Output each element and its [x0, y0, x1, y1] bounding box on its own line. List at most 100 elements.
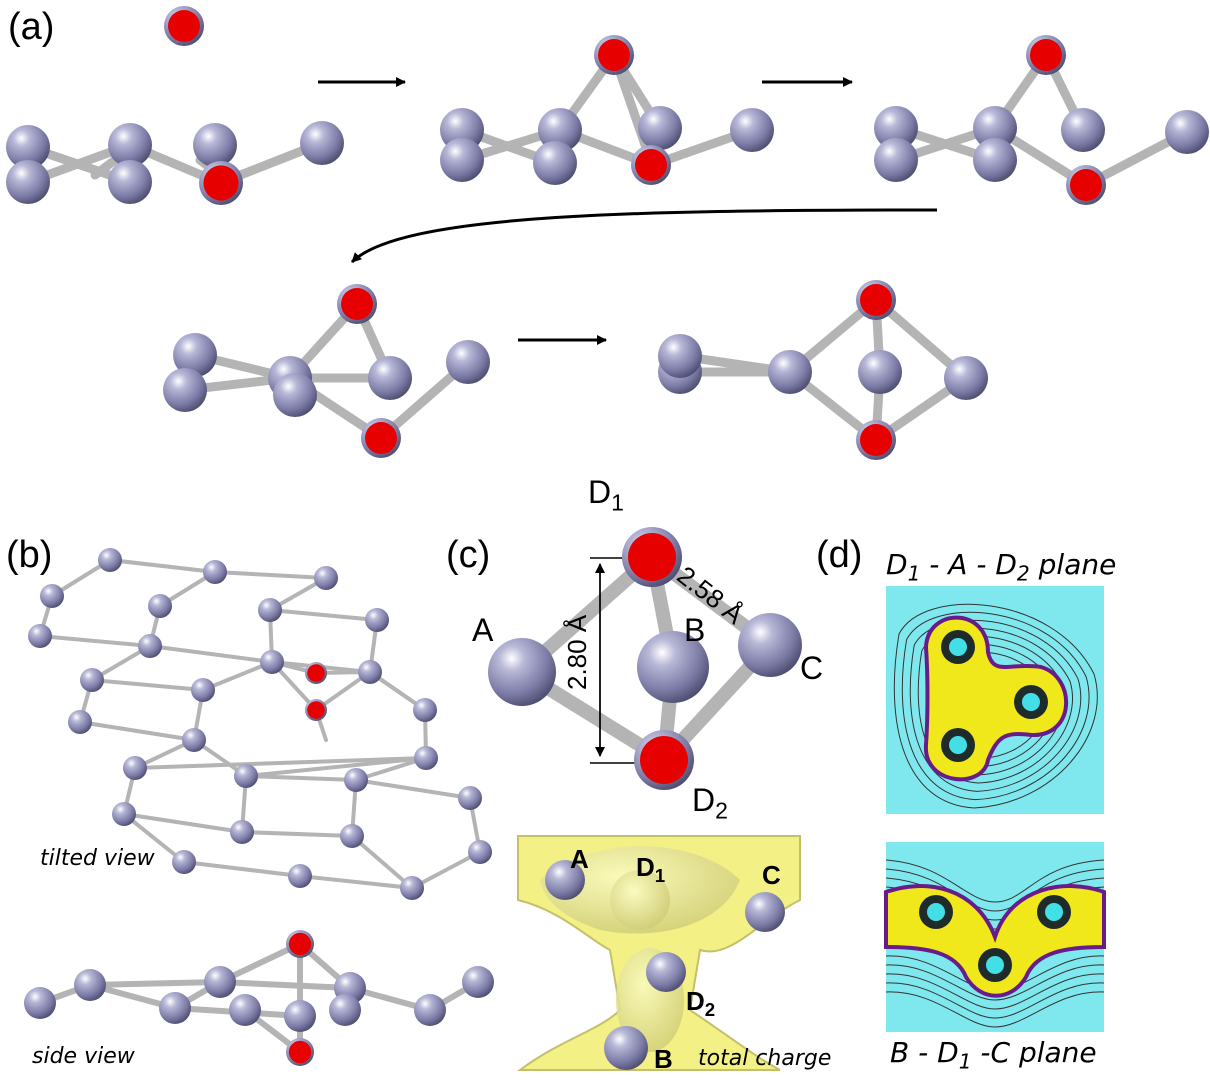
charge-label-c: C [762, 860, 781, 890]
atom [358, 660, 382, 684]
atom-layer [6, 6, 1209, 1070]
atom [6, 125, 50, 169]
oxygen-atom [203, 165, 239, 201]
atom [314, 566, 338, 590]
charge-label-d1: D1 [636, 852, 666, 887]
atom [414, 746, 438, 770]
bond [354, 756, 428, 782]
label-c: C [800, 650, 824, 686]
oxygen-atom [307, 664, 325, 682]
charge-atom [604, 1026, 648, 1070]
arrow-curved [350, 208, 938, 264]
atom [329, 994, 361, 1026]
annotation-layer [318, 77, 1106, 1071]
bond [87, 979, 223, 988]
atom [300, 121, 344, 165]
atom [538, 108, 582, 152]
contour-nucleus [927, 903, 945, 921]
atom [172, 850, 196, 874]
atom [229, 994, 261, 1026]
charge-label-d2: D2 [686, 986, 716, 1021]
atom [40, 584, 64, 608]
bond [38, 634, 152, 648]
atom [458, 786, 482, 810]
charge-atom [745, 892, 785, 932]
bond [201, 660, 274, 692]
oxygen-atom [635, 149, 667, 181]
panel-label-a: (a) [8, 6, 55, 48]
panel-label-b: (b) [6, 534, 53, 576]
bond [354, 778, 472, 800]
contour-top-caption: D1 - A - D2 plane [886, 548, 1117, 586]
bond [148, 644, 274, 664]
oxygen-atom [288, 1040, 312, 1064]
contour-nucleus [1022, 693, 1040, 711]
contour-nucleus [949, 736, 967, 754]
oxygen-atom [860, 424, 892, 456]
charge-label-a: A [570, 844, 589, 874]
atom [28, 624, 52, 648]
atom [6, 160, 50, 204]
atom [288, 864, 312, 888]
contour-line [885, 973, 1105, 1010]
atom [1165, 110, 1209, 154]
bond [133, 756, 428, 770]
oxygen-atom [598, 39, 630, 71]
atom [68, 710, 92, 734]
side-view-caption: side view [32, 1044, 135, 1069]
atom [203, 560, 227, 584]
atom [973, 138, 1017, 182]
atom [874, 106, 918, 150]
oxygen-atom [1030, 39, 1062, 71]
panel-label-d: (d) [816, 534, 863, 576]
label-b: B [684, 612, 706, 648]
atom [148, 594, 172, 618]
contour-nucleus [949, 638, 967, 656]
atom [123, 756, 147, 780]
oxygen-atom [168, 10, 200, 42]
atom [24, 987, 56, 1019]
atom [768, 350, 812, 394]
bond [298, 874, 414, 890]
contour-line [885, 964, 1105, 1001]
atom [74, 969, 106, 1001]
atom [973, 106, 1017, 150]
contour-line [885, 859, 1105, 903]
oxygen-atom [307, 701, 325, 719]
charge-atom [545, 860, 585, 900]
atom [365, 608, 389, 632]
atom [944, 356, 988, 400]
bond [122, 812, 244, 834]
atom [159, 992, 191, 1024]
bond [90, 678, 205, 692]
bond [268, 608, 379, 622]
bond [182, 860, 302, 878]
label-d1: D1 [588, 474, 624, 516]
atom [738, 613, 802, 677]
bond [410, 850, 482, 890]
atom [80, 668, 104, 692]
atom [108, 123, 152, 167]
bond [244, 756, 428, 778]
tilted-view-caption: tilted view [40, 846, 155, 871]
atom [488, 638, 556, 706]
atom [730, 108, 774, 152]
atom [173, 333, 217, 377]
atom [98, 548, 122, 572]
atom [1061, 108, 1105, 152]
total-charge-caption: total charge [698, 1046, 832, 1071]
atom [340, 824, 364, 848]
bond [213, 570, 328, 580]
atom [658, 334, 702, 378]
contour-line [901, 611, 1090, 801]
oxygen-atom [365, 422, 397, 454]
contour-line [885, 982, 1105, 1019]
panel-label-c: (c) [446, 534, 491, 576]
bond [217, 979, 353, 991]
atom [462, 966, 494, 998]
bond [240, 830, 354, 838]
height-label: 2.80 Å [562, 614, 592, 690]
contour-line [893, 603, 1098, 809]
atom [191, 678, 215, 702]
